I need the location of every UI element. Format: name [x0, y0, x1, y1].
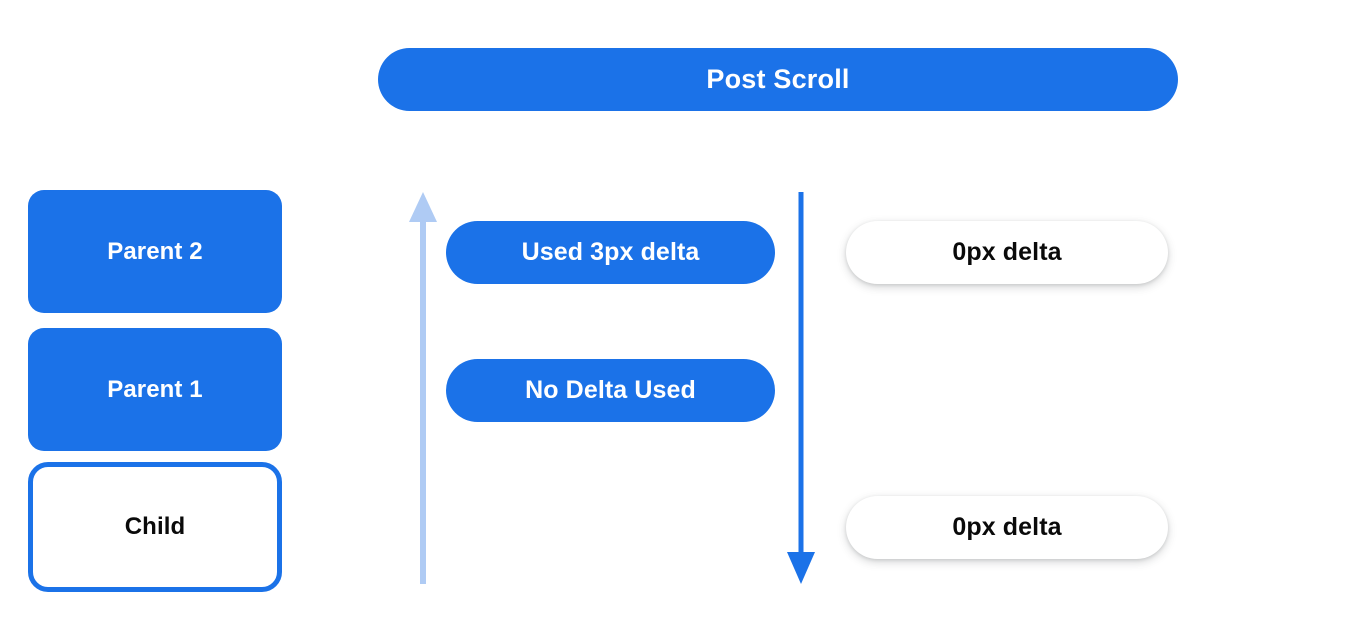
stack-box-parent-1: Parent 1	[28, 328, 282, 451]
stack-box-label: Child	[124, 513, 186, 540]
pill-used-delta: Used 3px delta	[446, 221, 775, 284]
stack-box-label: Parent 1	[107, 375, 203, 403]
stack-box-child: Child	[28, 462, 282, 592]
pill-label: 0px delta	[952, 513, 1062, 541]
stack-box-label: Parent 2	[107, 237, 203, 265]
scroll-up-arrow-icon	[406, 192, 440, 584]
pill-zero-delta-bottom: 0px delta	[846, 496, 1168, 559]
pill-label: No Delta Used	[525, 376, 696, 404]
page-title: Post Scroll	[706, 64, 850, 94]
scroll-down-arrow-icon	[784, 192, 818, 584]
pill-no-delta-used: No Delta Used	[446, 359, 775, 422]
pill-label: 0px delta	[952, 238, 1062, 266]
pill-label: Used 3px delta	[521, 238, 700, 266]
pill-zero-delta-top: 0px delta	[846, 221, 1168, 284]
stack-box-parent-2: Parent 2	[28, 190, 282, 313]
post-scroll-banner: Post Scroll	[378, 48, 1178, 111]
